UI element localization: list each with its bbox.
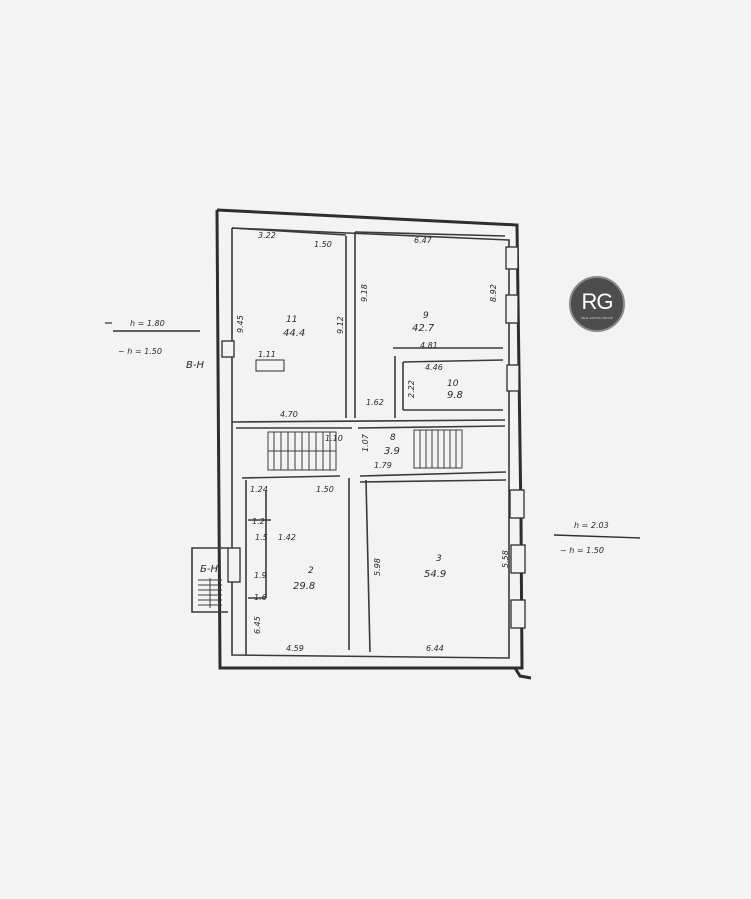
staircase-entrance <box>191 547 228 613</box>
interior-walls <box>231 227 507 655</box>
section-labels: В-Н Б-Н <box>186 360 218 575</box>
dim-142: 1.42 <box>278 533 296 542</box>
height-right-bottom: ~ h = 1.50 <box>560 546 604 555</box>
dim-15: 1.5 <box>255 533 268 542</box>
room-9-area: 42.7 <box>412 323 435 334</box>
dim-558: 5.58 <box>501 550 510 568</box>
room-9-number: 9 <box>423 311 429 321</box>
section-label-left: В-Н <box>186 360 204 371</box>
room-2-number: 2 <box>308 566 314 576</box>
outer-walls <box>215 208 532 680</box>
dim-111: 1.11 <box>258 350 276 359</box>
height-markers: h = 1.80 ~ h = 1.50 h = 2.03 ~ h = 1.50 <box>105 319 641 555</box>
dim-481: 4.81 <box>420 341 438 350</box>
dim-222: 2.22 <box>407 380 416 398</box>
dim-16: 1.6 <box>254 593 267 602</box>
dim-124: 1.24 <box>250 485 268 494</box>
dim-892: 8.92 <box>489 284 498 302</box>
dim-179: 1.79 <box>374 461 392 470</box>
logo-text: RG <box>581 289 614 314</box>
dim-446: 4.46 <box>425 363 443 372</box>
rg-logo: RG REAL ESTATE GROUP <box>569 276 625 332</box>
dim-322: 3.22 <box>258 231 276 240</box>
dim-647: 6.47 <box>414 236 433 245</box>
room-11-number: 11 <box>286 315 297 325</box>
height-left-top: h = 1.80 <box>130 319 165 328</box>
dim-918: 9.18 <box>360 284 369 302</box>
dim-150-top: 1.50 <box>314 240 332 249</box>
dim-110: 1.10 <box>325 434 343 443</box>
height-right-top: h = 2.03 <box>574 521 609 530</box>
dim-107: 1.07 <box>361 433 370 452</box>
hatch-box <box>255 359 285 372</box>
section-label-stair: Б-Н <box>200 564 218 575</box>
room-8-area: 3.9 <box>384 446 400 457</box>
height-left-bottom: ~ h = 1.50 <box>118 347 162 356</box>
dim-459: 4.59 <box>286 644 304 653</box>
dim-12: 1.2 <box>252 517 265 526</box>
dim-644: 6.44 <box>426 644 444 653</box>
room-10-number: 10 <box>447 379 459 389</box>
dim-945: 9.45 <box>236 315 245 333</box>
dim-19: 1.9 <box>254 571 267 580</box>
dimension-labels: 3.22 1.50 6.47 9.45 9.12 9.18 8.92 1.11 … <box>236 231 510 653</box>
staircase-main <box>267 429 463 471</box>
room-10-area: 9.8 <box>447 390 463 401</box>
logo-subtext: REAL ESTATE GROUP <box>581 316 613 320</box>
dim-150-mid: 1.50 <box>316 485 334 494</box>
windows <box>221 246 526 629</box>
dim-162: 1.62 <box>366 398 384 407</box>
room-3-area: 54.9 <box>424 569 446 580</box>
dim-912: 9.12 <box>336 316 345 334</box>
room-11-area: 44.4 <box>283 328 305 339</box>
room-2-area: 29.8 <box>293 581 315 592</box>
dim-470: 4.70 <box>280 410 298 419</box>
room-8-number: 8 <box>390 433 396 443</box>
dim-645: 6.45 <box>253 616 262 634</box>
dim-598: 5.98 <box>373 558 382 576</box>
room-3-number: 3 <box>436 554 442 564</box>
room-labels: 11 44.4 9 42.7 10 9.8 8 3.9 2 29.8 3 54.… <box>283 311 463 592</box>
